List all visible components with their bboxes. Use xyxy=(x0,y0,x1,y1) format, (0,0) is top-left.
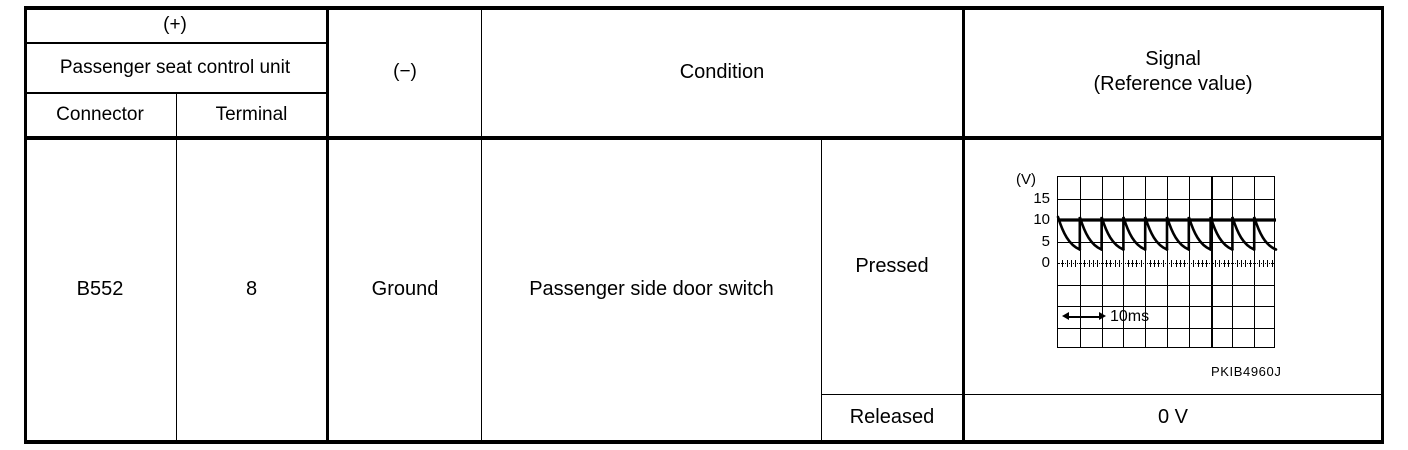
divider-state-signal xyxy=(962,6,965,444)
scope-trigger-marker xyxy=(1210,177,1214,347)
header-control-unit-label: Passenger seat control unit xyxy=(59,57,291,79)
scope-zero-baseline xyxy=(1058,263,1274,265)
cell-state-pressed: Pressed xyxy=(822,138,962,394)
ytick-15-text: 15 xyxy=(1033,190,1050,207)
arrowhead-left xyxy=(1062,312,1069,320)
cell-released-value: 0 V xyxy=(965,395,1381,440)
scope-time-label: 10ms xyxy=(1110,309,1149,325)
rule-under-header xyxy=(24,136,1384,140)
divider-connector-terminal xyxy=(176,92,177,442)
scope-unit-text: (V) xyxy=(1016,171,1036,188)
scope-trace xyxy=(1056,215,1278,251)
connector-value: B552 xyxy=(76,277,124,300)
scope-ytick-5: 5 xyxy=(1010,234,1050,249)
rule-under-unit xyxy=(24,92,326,94)
cell-negative-value: Ground xyxy=(329,138,481,440)
state-pressed-label: Pressed xyxy=(855,254,929,277)
scope-center-marker xyxy=(1167,177,1168,347)
header-condition: Condition xyxy=(482,8,962,136)
header-signal: Signal (Reference value) xyxy=(965,8,1381,136)
rule-under-plus xyxy=(24,42,326,44)
arrow-bar xyxy=(1068,316,1100,318)
scope-grid: 10ms xyxy=(1056,176,1278,348)
scope-zero-ticks xyxy=(1058,260,1274,267)
cell-connector-value: B552 xyxy=(24,138,176,440)
header-negative-label: (−) xyxy=(393,61,417,83)
header-negative: (−) xyxy=(329,8,481,136)
scope-ytick-10: 10 xyxy=(1010,212,1050,227)
divider-plus-minus xyxy=(326,6,329,444)
divider-minus-condition xyxy=(481,6,482,444)
ytick-5-text: 5 xyxy=(1041,233,1050,250)
header-condition-label: Condition xyxy=(679,60,765,83)
border-right xyxy=(1381,6,1384,444)
header-control-unit: Passenger seat control unit xyxy=(24,44,326,92)
figure-code-text: PKIB4960J xyxy=(1211,364,1282,379)
figure-code: PKIB4960J xyxy=(1211,364,1281,379)
header-terminal-label: Terminal xyxy=(215,104,288,126)
header-positive-label: (+) xyxy=(163,14,187,36)
header-connector-label: Connector xyxy=(56,104,144,126)
state-released-label: Released xyxy=(849,406,935,428)
scope-time-label-text: 10ms xyxy=(1110,308,1150,325)
scope-unit-label: (V) xyxy=(1016,172,1036,187)
cell-condition-value: Passenger side door switch xyxy=(482,138,821,440)
header-signal-line1: Signal xyxy=(1145,48,1201,70)
divider-condition-state xyxy=(821,136,822,444)
border-left xyxy=(24,6,27,444)
ytick-0-text: 0 xyxy=(1041,254,1050,271)
table-top-border xyxy=(24,6,1384,10)
ytick-10-text: 10 xyxy=(1033,211,1050,228)
oscilloscope-waveform-figure: (V) 15 10 5 0 xyxy=(1008,166,1298,391)
rule-pressed-released xyxy=(821,394,1384,395)
cell-state-released: Released xyxy=(822,395,962,440)
header-terminal: Terminal xyxy=(177,94,326,136)
negative-value: Ground xyxy=(371,277,439,300)
scope-time-span-arrow xyxy=(1062,311,1106,322)
released-voltage-value: 0 V xyxy=(1157,406,1189,428)
header-connector: Connector xyxy=(24,94,176,136)
arrowhead-right xyxy=(1098,312,1106,320)
table-bottom-border xyxy=(24,440,1384,444)
cell-terminal-value: 8 xyxy=(177,138,326,440)
header-signal-line2: (Reference value) xyxy=(1093,73,1253,95)
scope-ytick-0: 0 xyxy=(1010,255,1050,270)
header-positive: (+) xyxy=(24,8,326,42)
scope-ytick-15: 15 xyxy=(1010,191,1050,206)
condition-value: Passenger side door switch xyxy=(529,277,774,300)
terminal-value: 8 xyxy=(245,277,258,300)
